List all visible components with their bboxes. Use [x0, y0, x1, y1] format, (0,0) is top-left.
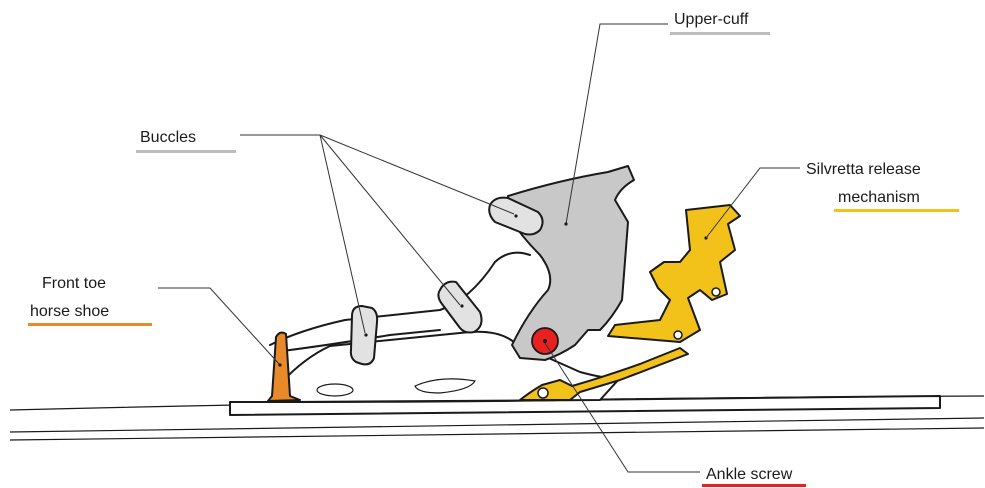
label-front-toe-line1: Front toe: [42, 275, 106, 292]
label-underline: [670, 32, 770, 35]
buckle-upper: [488, 196, 544, 236]
label-buccles-text: Buccles: [140, 129, 196, 146]
label-underline: [834, 209, 959, 212]
label-front-toe-line2: horse shoe: [30, 303, 109, 320]
ankle-screw: [531, 327, 559, 355]
buckle-middle: [437, 280, 483, 334]
label-upper-cuff: Upper-cuff: [670, 11, 770, 35]
front-toe-horse-shoe: [267, 331, 301, 402]
label-underline: [702, 484, 806, 487]
label-front-toe: Front toe horse shoe: [28, 275, 152, 326]
buckle-lower: [349, 305, 379, 366]
silvretta-release-mechanism: [519, 204, 741, 401]
label-silvretta-line1: Silvretta release: [806, 161, 921, 178]
label-underline: [28, 323, 152, 326]
label-silvretta-release: Silvretta release mechanism: [806, 161, 959, 212]
label-ankle-screw: Ankle screw: [702, 466, 806, 487]
label-upper-cuff-text: Upper-cuff: [674, 11, 749, 28]
label-underline: [136, 150, 236, 153]
label-buccles: Buccles: [136, 129, 236, 153]
label-ankle-screw-text: Ankle screw: [706, 466, 793, 483]
leader-lines: [158, 23, 800, 473]
label-silvretta-line2: mechanism: [838, 189, 920, 206]
